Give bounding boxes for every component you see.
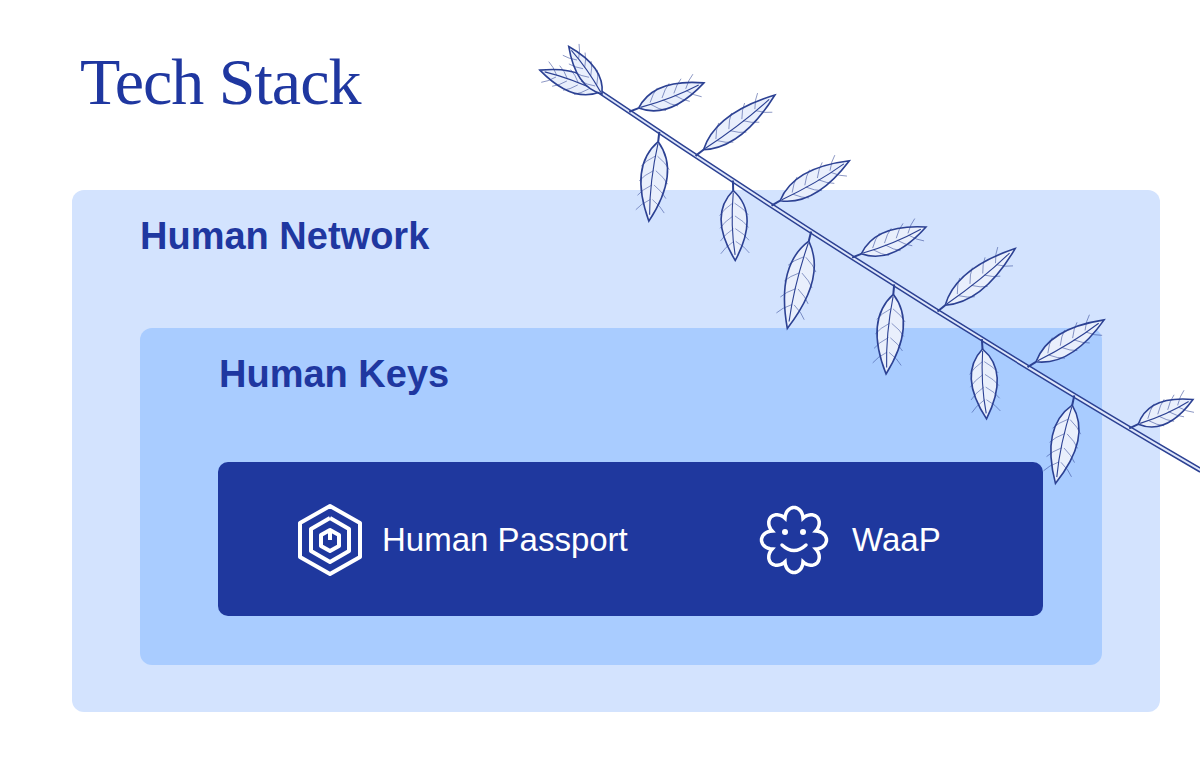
leaf-stroke — [629, 108, 638, 112]
leaf-stroke — [1072, 395, 1074, 405]
leaf-stroke — [658, 132, 659, 142]
waap-icon — [762, 508, 827, 573]
leaf — [773, 238, 822, 332]
leaf-stroke — [892, 284, 895, 294]
leaf-stroke — [981, 339, 984, 349]
leaf-stroke — [772, 201, 781, 206]
leaf — [719, 190, 750, 261]
leaf-stroke — [1129, 424, 1138, 428]
layer-heading: Human Keys — [219, 353, 449, 396]
passport-icon — [300, 506, 360, 574]
title: Tech Stack — [80, 44, 360, 120]
leaf — [561, 41, 610, 100]
product-name: WaaP — [852, 521, 941, 559]
leaf — [536, 60, 604, 103]
leaf-stroke — [1028, 362, 1037, 367]
leaf — [857, 216, 931, 265]
product-name: Human Passport — [382, 521, 628, 559]
leaf — [1133, 388, 1198, 435]
leaf — [1041, 402, 1086, 486]
leaf — [774, 150, 855, 211]
leaf-stroke — [600, 92, 1200, 470]
leaf-stroke — [852, 254, 861, 258]
layer-heading: Human Network — [140, 215, 429, 258]
leaf-stroke — [732, 181, 734, 191]
product-band: Human Passport WaaP — [218, 462, 1043, 616]
leaf — [872, 293, 908, 375]
keys-panel: Human KeysHuman Passport WaaP — [140, 328, 1102, 665]
leaf-stroke — [809, 231, 811, 241]
leaf — [696, 85, 782, 159]
leaf-stroke — [938, 305, 946, 311]
leaf-stroke — [696, 150, 704, 156]
leaf — [938, 239, 1023, 314]
leaf — [1030, 310, 1111, 373]
leaf-stroke — [600, 92, 1200, 470]
network-panel: Human NetworkHuman KeysHuman Passport Waa… — [72, 190, 1160, 712]
leaf — [635, 140, 673, 223]
leaf-branch — [536, 41, 1200, 487]
leaf — [968, 348, 1001, 420]
leaf — [634, 72, 708, 120]
